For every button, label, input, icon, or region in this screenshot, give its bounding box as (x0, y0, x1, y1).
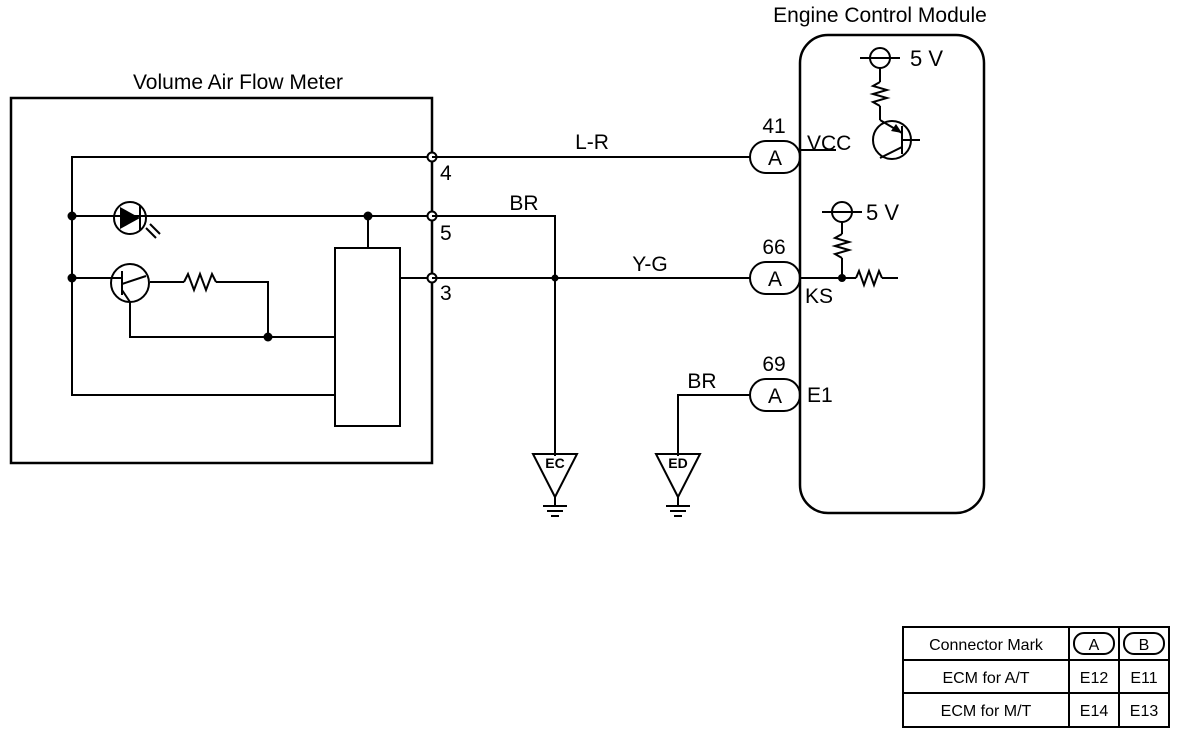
pin-41-number: 41 (762, 115, 785, 138)
svg-text:A: A (768, 147, 782, 170)
table-row-label: ECM for A/T (942, 670, 1029, 687)
table-cell: E14 (1080, 703, 1109, 720)
vaf-sensor-module (334, 247, 401, 427)
svg-text:A: A (768, 268, 782, 291)
ground-ec-icon (531, 453, 579, 517)
terminal-3-label: 3 (440, 282, 452, 305)
terminal-5-label: 5 (440, 222, 452, 245)
pin-66-number: 66 (762, 236, 785, 259)
svg-text:A: A (768, 385, 782, 408)
ground-ed-label: ED (668, 455, 687, 471)
ecm-supply-top-label: 5 V (910, 46, 943, 71)
wire-br-bottom-label: BR (687, 370, 716, 393)
pin-vcc-label: VCC (807, 132, 851, 155)
table-row-label: ECM for M/T (941, 703, 1032, 720)
ground-ec-label: EC (545, 455, 564, 471)
terminal-4-label: 4 (440, 162, 452, 185)
ecm-supply-mid-label: 5 V (866, 200, 899, 225)
table-cell: E11 (1130, 670, 1157, 687)
phototransistor-icon (108, 263, 150, 303)
ecm-housing (798, 33, 986, 515)
pin-69-number: 69 (762, 353, 785, 376)
pin-ks-label: KS (805, 285, 833, 308)
wire-yg-label: Y-G (632, 253, 667, 276)
ground-ed-icon (654, 453, 702, 517)
table-cell: E13 (1130, 703, 1159, 720)
ecm-vcc-circuit (800, 47, 900, 151)
led-icon (113, 201, 161, 239)
wire-lr-label: L-R (575, 131, 609, 154)
table-header-label: Connector Mark (929, 637, 1044, 654)
connector-pin-41: A (749, 140, 801, 174)
ecm-transistor-icon (872, 119, 920, 160)
table-col-a: A (1089, 637, 1100, 654)
pin-e1-label: E1 (807, 384, 833, 407)
wire-br-top-label: BR (509, 192, 538, 215)
vaf-title: Volume Air Flow Meter (133, 71, 343, 94)
connector-pin-69: A (749, 378, 801, 412)
ecm-ks-circuit (800, 201, 898, 288)
connector-table: Connector Mark A B ECM for A/T E12 E11 E… (902, 626, 1170, 728)
table-col-b: B (1139, 637, 1150, 654)
connector-pin-66: A (749, 261, 801, 295)
ecm-title: Engine Control Module (773, 4, 987, 27)
harness-wires (432, 156, 750, 456)
table-cell: E12 (1080, 670, 1109, 687)
